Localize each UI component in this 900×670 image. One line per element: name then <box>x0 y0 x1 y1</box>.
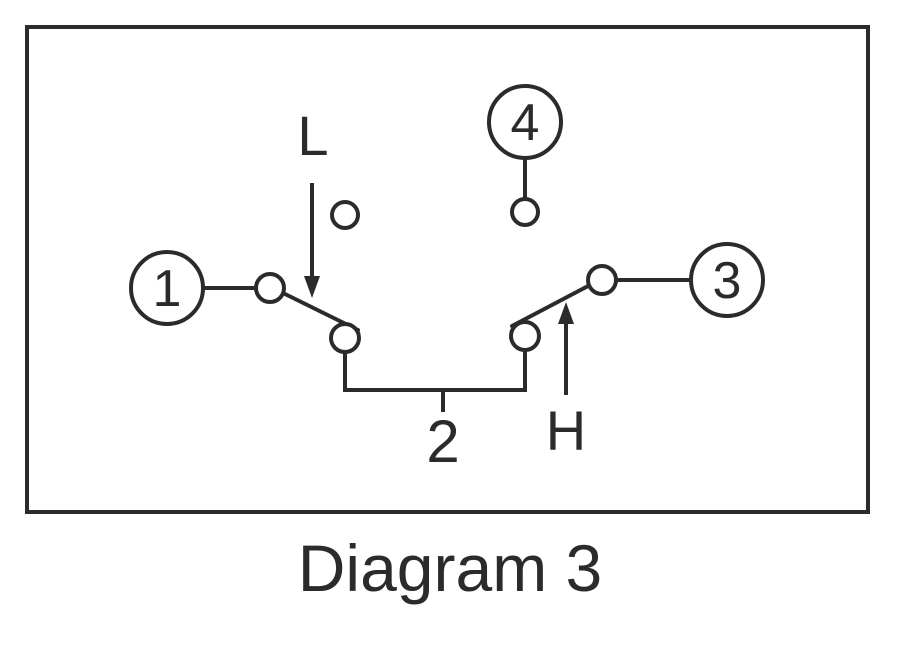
switch-blades-group <box>281 283 592 332</box>
label-h: H <box>546 399 586 462</box>
diagram-frame <box>25 25 870 514</box>
labels-group: L H 2 <box>297 104 586 475</box>
contact-1-fixed-icon <box>254 272 286 304</box>
terminal-3: 3 <box>689 242 765 318</box>
contact-h-common-icon <box>509 320 541 352</box>
contact-4-fixed-icon <box>510 197 540 227</box>
terminal-4: 4 <box>487 84 563 160</box>
contact-l-common-icon <box>329 322 361 354</box>
terminal-3-label: 3 <box>713 252 742 310</box>
terminal-1-label: 1 <box>153 260 182 318</box>
wires-group <box>203 158 691 412</box>
contact-l-open-icon <box>330 200 360 230</box>
arrow-h-icon <box>558 302 574 395</box>
contact-3-fixed-icon <box>586 264 618 296</box>
diagram-caption: Diagram 3 <box>297 531 603 605</box>
wire-bus <box>343 350 527 392</box>
actuator-arrows-group <box>304 183 574 395</box>
terminal-4-label: 4 <box>511 94 540 152</box>
label-l: L <box>297 104 328 167</box>
arrow-l-icon <box>304 183 320 298</box>
contacts-group <box>254 197 618 354</box>
label-2: 2 <box>426 408 459 475</box>
blade-h <box>510 283 592 328</box>
terminals-group: 1 3 4 <box>129 84 765 326</box>
terminal-1: 1 <box>129 250 205 326</box>
